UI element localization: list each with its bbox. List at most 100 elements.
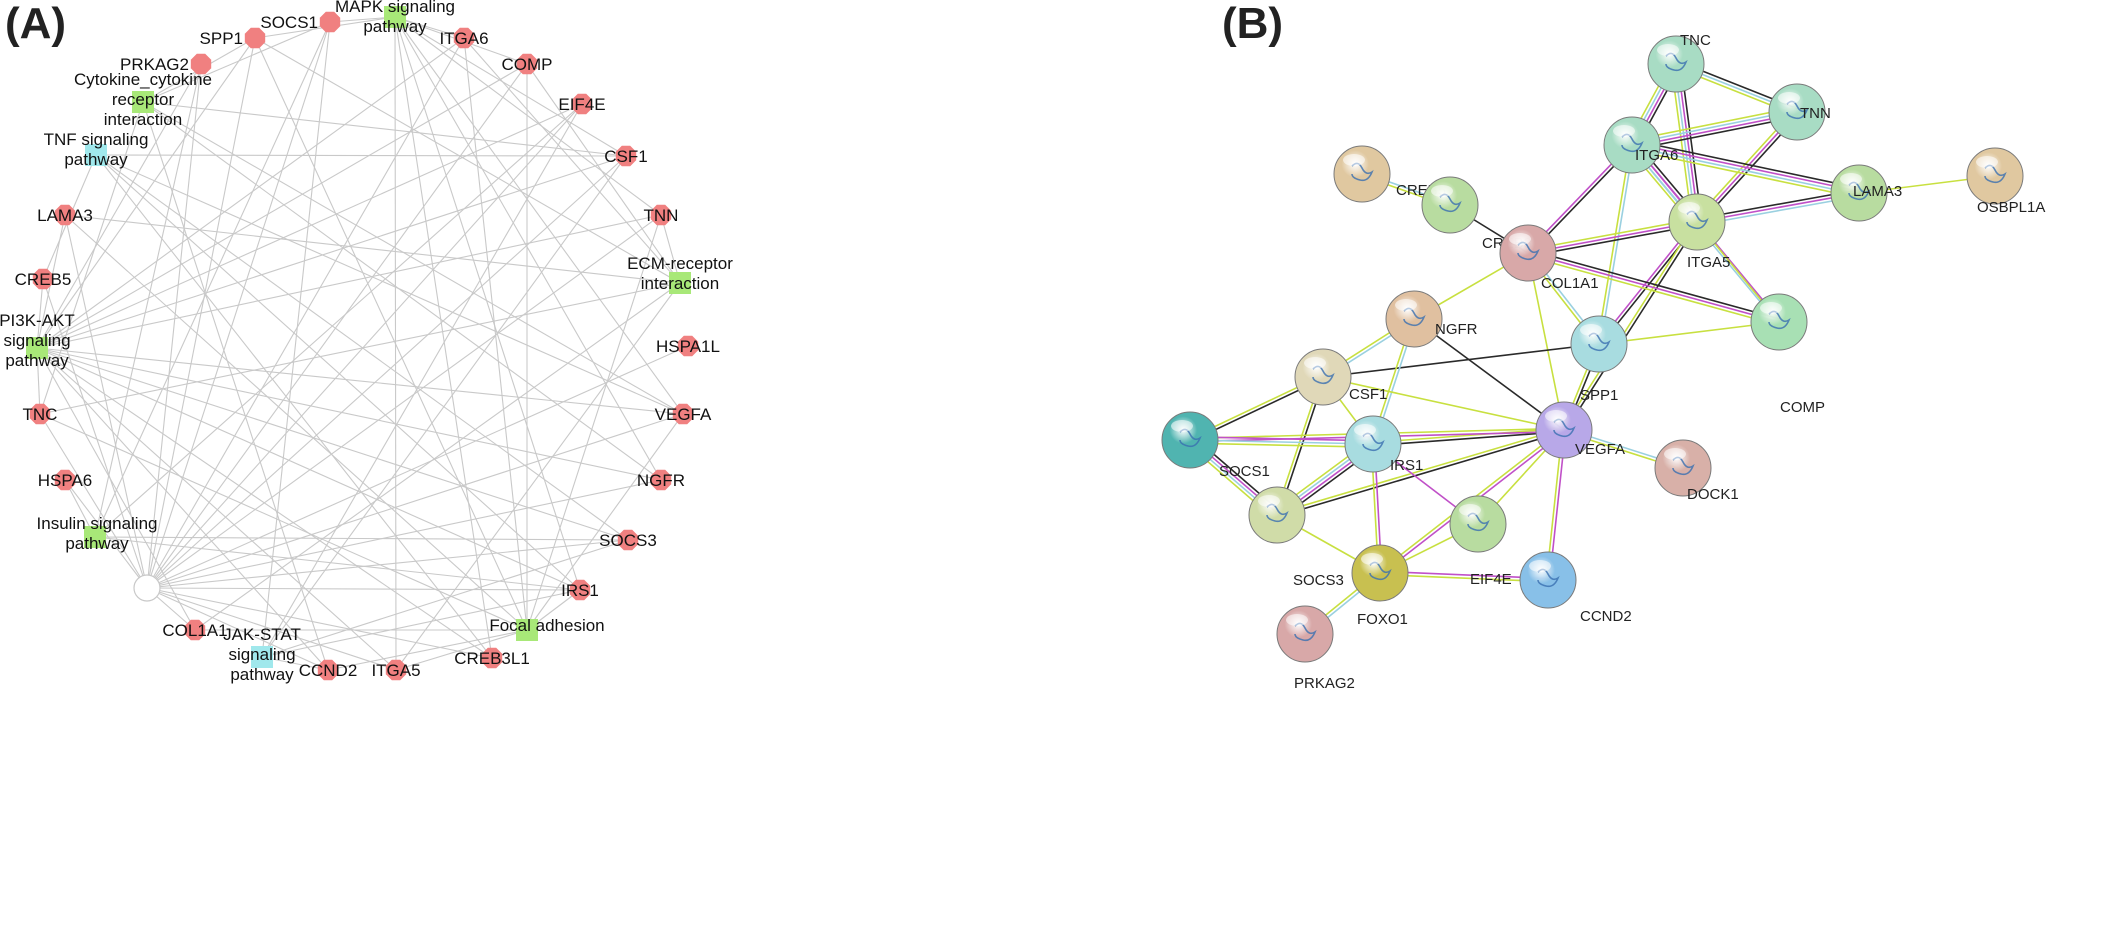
edge-b-itga5-vegfa-1 [1561, 220, 1697, 430]
gene-label-csf1: CSF1 [604, 147, 647, 166]
gene-node-ccnd2[interactable] [317, 659, 339, 681]
gene-label-tnc: TNC [23, 405, 58, 424]
protein-node-tnc[interactable] [1647, 35, 1705, 93]
gene-label-hspa1l: HSPA1L [656, 337, 720, 356]
protein-node-itga6[interactable] [1603, 116, 1661, 174]
edge-a-jak-irs1 [261, 589, 581, 658]
gene-label-col1a1: COL1A1 [162, 621, 227, 640]
edge-a-hub-socs1 [146, 21, 331, 589]
protein-highlight-dock1 [1664, 448, 1686, 460]
gene-node-comp[interactable] [516, 53, 538, 75]
hub-node[interactable] [133, 574, 161, 602]
protein-highlight-eif4e [1459, 504, 1481, 516]
gene-node-itga5[interactable] [385, 659, 407, 681]
protein-node-dock1[interactable] [1654, 439, 1712, 497]
gene-node-hspa6[interactable] [54, 469, 76, 491]
gene-node-col1a1[interactable] [184, 619, 206, 641]
protein-node-vegfa[interactable] [1535, 401, 1593, 459]
protein-node-comp[interactable] [1750, 293, 1808, 351]
protein-node-osbpl1a[interactable] [1966, 147, 2024, 205]
gene-label-itga5: ITGA5 [371, 661, 420, 680]
gene-label-vegfa: VEGFA [655, 405, 712, 424]
pathway-node-focal[interactable] [516, 619, 538, 641]
gene-node-irs1[interactable] [569, 579, 591, 601]
edge-b-socs1-irs1-2 [1189, 442, 1374, 449]
pathway-label-jak: signaling [228, 645, 295, 664]
protein-sphere-col1a1 [1499, 224, 1557, 282]
protein-node-tnn[interactable] [1768, 83, 1826, 141]
protein-sphere-prkag2 [1276, 605, 1334, 663]
pathway-node-ins[interactable] [84, 526, 106, 548]
edge-a-tnf-csf1 [95, 154, 627, 157]
gene-node-socs3[interactable] [617, 529, 639, 551]
edge-a-hub-tnn [146, 214, 662, 589]
protein-node-csf1[interactable] [1294, 348, 1352, 406]
edge-a-mapk-creb3l1 [394, 16, 493, 659]
gene-label-eif4e: EIF4E [558, 95, 605, 114]
pathway-label-pi3k: signaling [3, 331, 70, 350]
protein-highlight-vegfa [1545, 410, 1567, 422]
edge-a-pi3k-spp1 [36, 37, 256, 349]
edge-a-focal-spp1 [254, 37, 528, 631]
pathway-node-mapk[interactable] [384, 6, 406, 28]
pathway-node-tnf[interactable] [85, 144, 107, 166]
edge-a-ecm-comp [526, 63, 681, 284]
gene-node-prkag2[interactable] [190, 53, 212, 75]
panel-b-label: (B) [1222, 0, 1283, 48]
pathway-label-jak: JAK-STAT [223, 625, 301, 644]
protein-node-ccnd2[interactable] [1519, 551, 1577, 609]
gene-node-ngfr[interactable] [650, 469, 672, 491]
edge-a-hub-socs3 [146, 539, 629, 589]
edge-a-hub-csf1 [146, 155, 627, 589]
protein-node-foxo1[interactable] [1351, 544, 1409, 602]
gene-node-spp1[interactable] [244, 27, 266, 49]
edge-b-vegfa-socs3-1 [1275, 427, 1565, 515]
pathway-node-jak[interactable] [251, 646, 273, 668]
edge-a-pi3k-eif4e [36, 103, 583, 349]
edge-b-vegfa-irs1-0 [1372, 430, 1565, 447]
gene-node-csf1[interactable] [615, 145, 637, 167]
edge-a-hub-irs1 [146, 587, 581, 591]
gene-label-creb5: CREB5 [15, 270, 72, 289]
edge-a-ins-socs1 [94, 21, 331, 538]
protein-node-spp1[interactable] [1570, 315, 1628, 373]
edge-a-hub-prkag2 [146, 63, 202, 589]
protein-node-socs3[interactable] [1248, 486, 1306, 544]
protein-label-osbpl1a: OSBPL1A [1977, 199, 2045, 216]
gene-node-creb3l1[interactable] [481, 647, 503, 669]
gene-node-tnn[interactable] [650, 204, 672, 226]
edge-a-hub-creb5 [42, 278, 148, 589]
gene-node-socs1[interactable] [319, 11, 341, 33]
edge-a-hub-lama3 [64, 214, 148, 589]
gene-node-creb5[interactable] [32, 268, 54, 290]
protein-node-creb5[interactable] [1333, 145, 1391, 203]
gene-node-hspa1l[interactable] [677, 335, 699, 357]
edge-a-jak-eif4e [261, 103, 583, 658]
edge-a-hub-hspa1l [146, 345, 689, 589]
gene-node-itga6[interactable] [453, 27, 475, 49]
protein-label-prkag2: PRKAG2 [1294, 675, 1355, 692]
protein-node-irs1[interactable] [1344, 415, 1402, 473]
protein-node-col1a1[interactable] [1499, 224, 1557, 282]
pathway-node-ecm[interactable] [669, 272, 691, 294]
protein-node-prkag2[interactable] [1276, 605, 1334, 663]
protein-node-socs1[interactable] [1161, 411, 1219, 469]
edge-b-vegfa-socs3-0 [1276, 430, 1566, 518]
edge-b-ngfr-vegfa-0 [1413, 318, 1565, 431]
edge-b-itga5-col1a1-1 [1527, 221, 1698, 254]
edge-a-hub-comp [146, 63, 528, 589]
pathway-node-pi3k[interactable] [26, 337, 48, 359]
protein-node-ngfr[interactable] [1385, 290, 1443, 348]
edge-a-focal-ccnd2 [327, 629, 528, 671]
pathway-node-cyto[interactable] [132, 91, 154, 113]
gene-node-vegfa[interactable] [672, 403, 694, 425]
gene-node-lama3[interactable] [54, 204, 76, 226]
protein-sphere-creb3l1 [1421, 176, 1479, 234]
gene-node-tnc[interactable] [29, 403, 51, 425]
protein-node-itga5[interactable] [1668, 193, 1726, 251]
protein-node-lama3[interactable] [1830, 164, 1888, 222]
protein-node-eif4e[interactable] [1449, 495, 1507, 553]
protein-node-creb3l1[interactable] [1421, 176, 1479, 234]
gene-label-hspa6: HSPA6 [38, 471, 93, 490]
gene-node-eif4e[interactable] [571, 93, 593, 115]
